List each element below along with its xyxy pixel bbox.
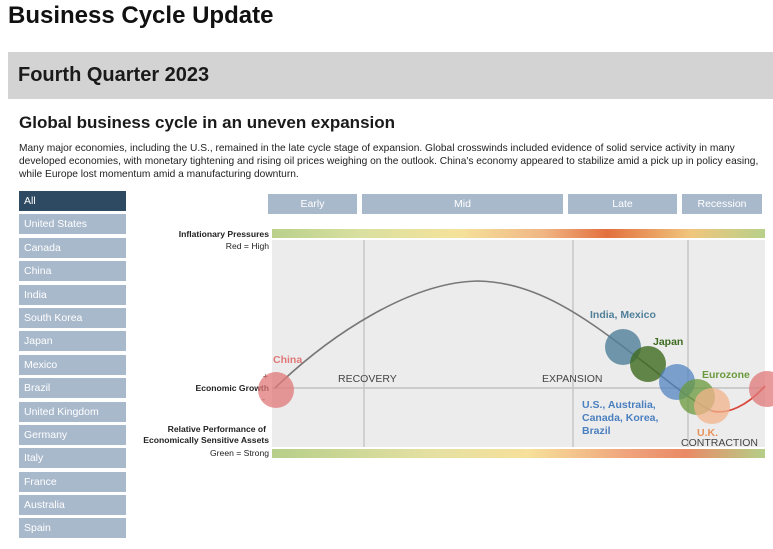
phase-button-recession[interactable]: Recession	[682, 194, 762, 214]
section-description: Many major economies, including the U.S.…	[19, 143, 759, 180]
country-button-spain[interactable]: Spain	[19, 518, 126, 539]
relative-performance-label-1: Relative Performance of	[167, 424, 266, 434]
country-button-germany[interactable]: Germany	[19, 424, 126, 445]
country-button-mexico[interactable]: Mexico	[19, 354, 126, 375]
country-button-china[interactable]: China	[19, 261, 126, 282]
performance-scale-label: Green = Strong	[210, 448, 269, 458]
label-us-group-line-2: Canada, Korea,	[582, 412, 659, 424]
relative-performance-label-2: Economically Sensitive Assets	[143, 435, 269, 445]
label-japan: Japan	[653, 336, 683, 348]
phase-button-early[interactable]: Early	[268, 194, 357, 214]
bubble-japan[interactable]	[630, 346, 666, 382]
country-button-south-korea[interactable]: South Korea	[19, 307, 126, 328]
bubble-uk[interactable]	[694, 388, 730, 424]
country-button-india[interactable]: India	[19, 284, 126, 305]
country-button-canada[interactable]: Canada	[19, 237, 126, 258]
country-button-australia[interactable]: Australia	[19, 495, 126, 516]
phase-button-late[interactable]: Late	[568, 194, 677, 214]
label-china: China	[273, 354, 302, 366]
label-us-group-line-1: U.S., Australia,	[582, 399, 656, 411]
label-uk: U.K.	[697, 427, 718, 439]
quarter-title: Fourth Quarter 2023	[18, 64, 210, 86]
country-button-all[interactable]: All	[19, 191, 126, 211]
bubble-recession-edge	[749, 371, 773, 407]
stage-label-recovery: RECOVERY	[338, 373, 397, 385]
plot-background	[272, 240, 765, 447]
bubble-china[interactable]	[258, 372, 294, 408]
stage-label-expansion: EXPANSION	[542, 373, 603, 385]
quarter-header: Fourth Quarter 2023	[8, 52, 773, 99]
label-eurozone: Eurozone	[702, 369, 750, 381]
inflationary-pressures-label: Inflationary Pressures	[178, 229, 269, 239]
stage-label-contraction: CONTRACTION	[681, 437, 758, 449]
country-button-italy[interactable]: Italy	[19, 448, 126, 469]
inflation-gradient-bar	[272, 229, 765, 238]
phase-button-mid[interactable]: Mid	[362, 194, 563, 214]
country-button-united-states[interactable]: United States	[19, 214, 126, 235]
inflation-scale-label: Red = High	[225, 241, 269, 251]
page-title: Business Cycle Update	[8, 2, 274, 29]
country-button-brazil[interactable]: Brazil	[19, 378, 126, 399]
section-title: Global business cycle in an uneven expan…	[19, 113, 396, 132]
performance-gradient-bar	[272, 449, 765, 458]
country-button-japan[interactable]: Japan	[19, 331, 126, 352]
country-button-united-kingdom[interactable]: United Kingdom	[19, 401, 126, 422]
country-button-france[interactable]: France	[19, 471, 126, 492]
label-india-mexico: India, Mexico	[590, 309, 656, 321]
economic-growth-label: Economic Growth	[195, 383, 269, 393]
country-filter-list: All United States Canada China India Sou…	[19, 191, 126, 542]
label-us-group-line-3: Brazil	[582, 425, 611, 437]
